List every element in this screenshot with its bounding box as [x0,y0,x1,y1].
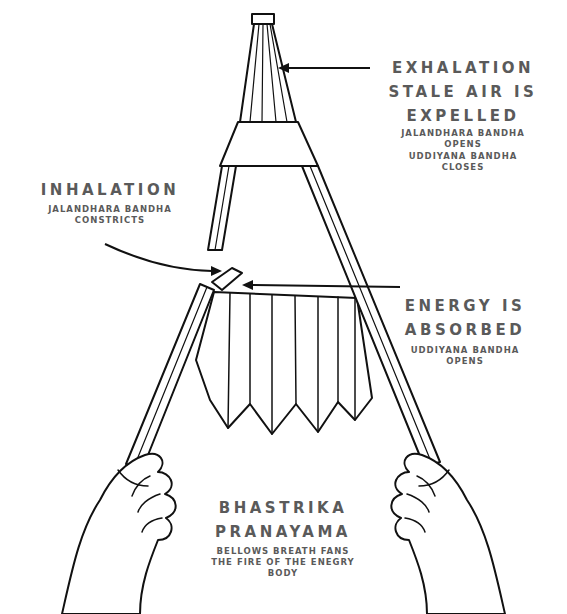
text-holder: JALANDHARA BANDHA OPENS [393,128,533,150]
stage-note: UDDIYANA BANDHA CLOSES [393,151,533,173]
text-holder: ENERGY IS ABSORBED [378,294,553,342]
stage-note: JALANDHARA BANDHA CONSTRICTS [40,204,180,226]
text-holder: BHASTRIKA PRANAYAMA [183,496,383,544]
title-text: BHASTRIKA PRANAYAMA [183,496,383,544]
text-holder: INHALATION [23,178,198,202]
text-holder: BELLOWS BREATH FANS THE FIRE OF THE ENEG… [208,546,358,579]
caption-text: BELLOWS BREATH FANS THE FIRE OF THE ENEG… [208,546,358,579]
text-holder: JALANDHARA BANDHA CONSTRICTS [40,204,180,226]
text-holder: UDDIYANA BANDHA OPENS [395,345,535,367]
text-holder: EXHALATION STALE AIR IS EXPELLED [376,56,551,128]
text-holder: UDDIYANA BANDHA CLOSES [393,151,533,173]
stage-note: JALANDHARA BANDHA OPENS [393,128,533,150]
stage-note: UDDIYANA BANDHA OPENS [395,345,535,367]
stage-heading: ENERGY IS ABSORBED [378,294,553,342]
stage-heading: EXHALATION STALE AIR IS EXPELLED [376,56,551,128]
stage-heading: INHALATION [23,178,198,202]
